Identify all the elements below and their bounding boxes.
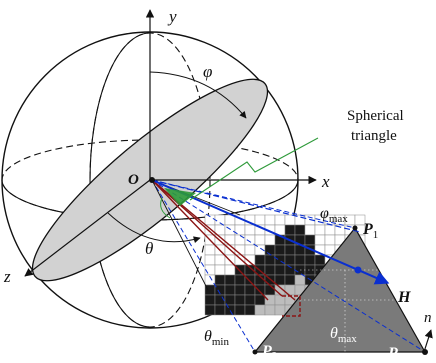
grid-cell (244, 284, 256, 296)
p2-label: P2 (261, 343, 277, 362)
grid-cell (294, 254, 306, 266)
grid-cell (324, 234, 336, 246)
grid-cell (244, 244, 256, 256)
theta-max-label: θmax (330, 325, 357, 345)
grid-cell (264, 214, 276, 226)
grid-cell (264, 304, 276, 316)
planar-triangle (253, 226, 427, 353)
grid-cell (274, 214, 286, 226)
grid-cell (224, 284, 236, 296)
grid-cell (284, 224, 296, 236)
grid-cell (314, 234, 326, 246)
callout-line-2: triangle (351, 128, 397, 144)
grid-cell (264, 264, 276, 276)
grid-cell (264, 234, 276, 246)
normal-vector (423, 329, 433, 353)
grid-cell (234, 284, 246, 296)
grid-cell (234, 294, 246, 306)
grid-cell (204, 264, 216, 276)
origin-label: O (128, 172, 139, 188)
grid-cell (224, 234, 236, 246)
grid-cell (274, 244, 286, 256)
vertical-meridian-front (89, 32, 151, 328)
grid-cell (314, 254, 326, 266)
grid-cell (274, 264, 286, 276)
triangle-grid-lines (300, 269, 425, 352)
grid-cell (314, 224, 326, 236)
grid-cell (204, 294, 216, 306)
theta-arc (107, 212, 201, 244)
z-axis (24, 179, 151, 277)
grid-cell (234, 304, 246, 316)
phi-arc (149, 71, 247, 119)
grid-cell (244, 294, 256, 306)
grid-cell (204, 254, 216, 266)
grid-cell (234, 274, 246, 286)
grid-cell (224, 224, 236, 236)
grid-cell (264, 294, 276, 306)
grid-cell (214, 214, 226, 226)
callout-line-1: Spherical (347, 108, 404, 124)
phi-label: φ (203, 62, 212, 81)
grid-cell (254, 284, 266, 296)
spherical-triangle-patch (164, 188, 196, 206)
grid-cell (264, 244, 276, 256)
h-vector-label: H (397, 289, 411, 306)
p1-vertex (352, 225, 358, 231)
theta-min-label: θmin (204, 328, 229, 348)
grid-cell (214, 254, 226, 266)
grid-cell (224, 264, 236, 276)
grid-cell (324, 224, 336, 236)
grid-cell (214, 304, 226, 316)
grid-cell (254, 254, 266, 266)
grid-cell (274, 254, 286, 266)
grid-cell (324, 244, 336, 256)
p3-vertex (422, 349, 428, 355)
theta-label: θ (145, 239, 153, 258)
grid-cell (214, 274, 226, 286)
grid-cell (224, 304, 236, 316)
spherical-triangle-callout (189, 137, 319, 201)
origin-point (149, 177, 155, 183)
grid-cell (264, 284, 276, 296)
grid-cell (274, 304, 286, 316)
grid-cell (214, 264, 226, 276)
grid-cell (294, 224, 306, 236)
grid-cell (264, 254, 276, 266)
grid-cell (254, 304, 266, 316)
grid-cell (244, 304, 256, 316)
grid-cell (304, 224, 316, 236)
grid-cell (204, 304, 216, 316)
grid-cell (254, 214, 266, 226)
grid-cell (234, 234, 246, 246)
h-vector-point (354, 266, 362, 274)
grid-cell (304, 234, 316, 246)
grid-cell (284, 244, 296, 256)
p3-label: P3 (387, 345, 404, 363)
p2-vertex (252, 349, 258, 355)
grid-cell (244, 274, 256, 286)
phi-max-label: φmax (320, 205, 348, 225)
normal-vector-label: n (424, 310, 432, 326)
y-axis-label: y (167, 7, 177, 26)
grid-cell (284, 254, 296, 266)
p1-label: P1 (362, 221, 378, 241)
grid-cell (274, 274, 286, 286)
grid-cell (284, 214, 296, 226)
grid-cell (204, 244, 216, 256)
grid-cell (284, 274, 296, 286)
grid-cell (244, 224, 256, 236)
grid-cell (224, 274, 236, 286)
x-axis-label: x (321, 172, 330, 191)
grid-cell (244, 234, 256, 246)
grid-cell (294, 274, 306, 286)
h-vector (151, 179, 390, 285)
grid-cell (254, 234, 266, 246)
grid-cell (304, 254, 316, 266)
z-axis-label: z (3, 267, 11, 286)
grid-cell (254, 294, 266, 306)
green-arc (160, 197, 171, 219)
